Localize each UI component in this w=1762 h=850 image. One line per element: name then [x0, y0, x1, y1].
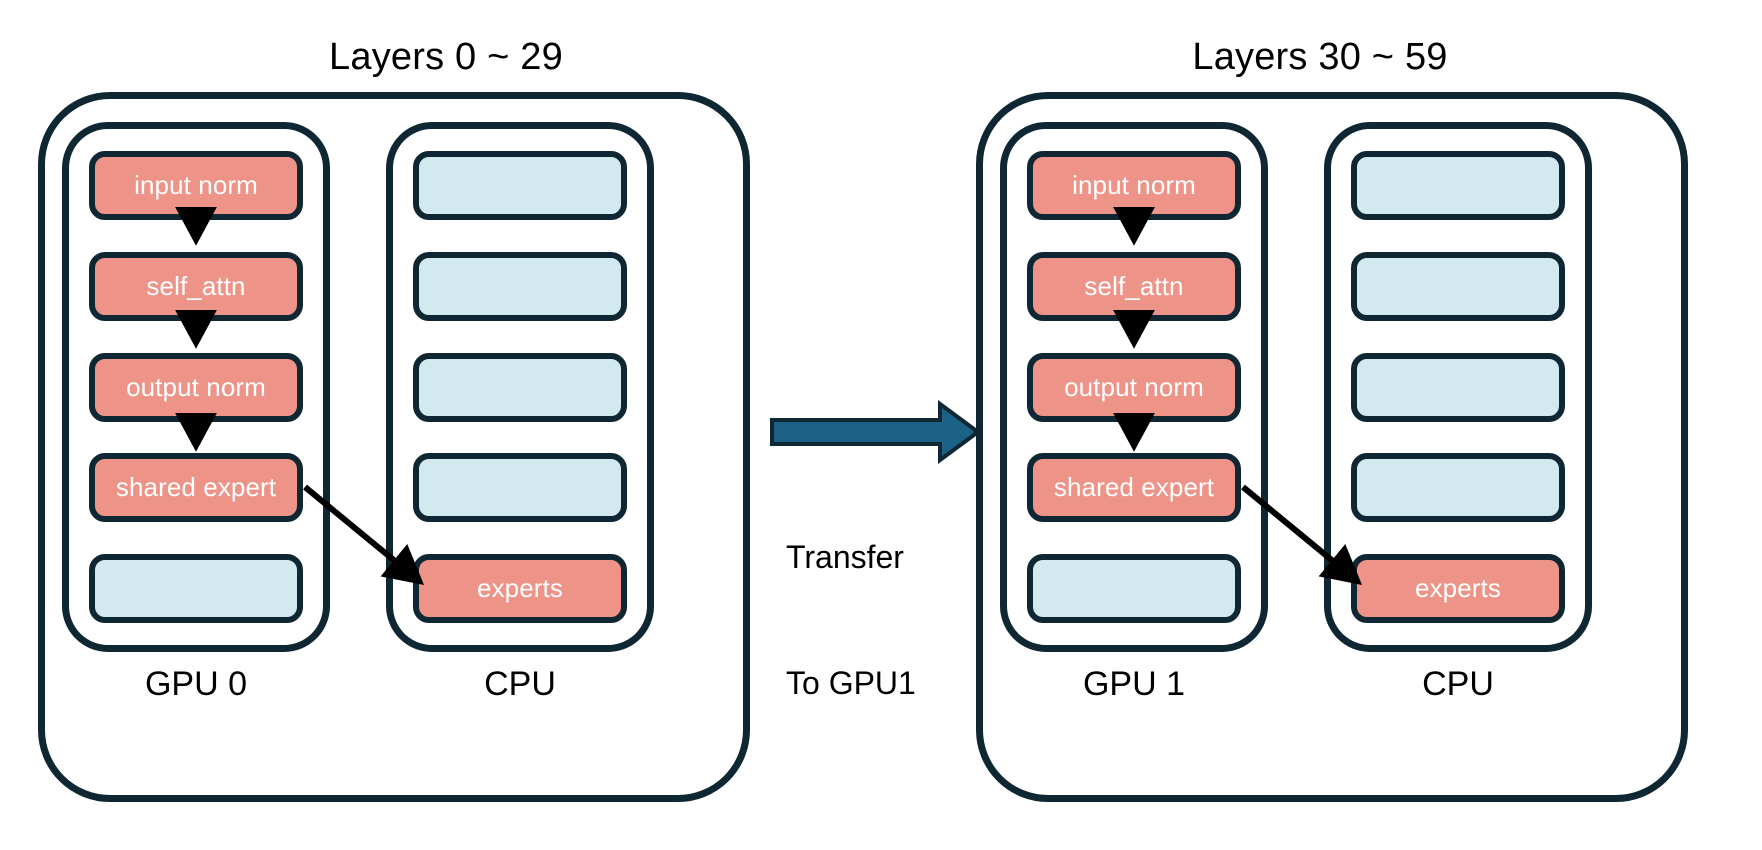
panel-title-right: Layers 30 ~ 59	[1192, 36, 1448, 78]
block-shared-expert[interactable]: shared expert	[89, 453, 303, 523]
block-empty-slot[interactable]	[413, 352, 627, 422]
label-cpu-0: CPU	[484, 665, 556, 703]
block-experts[interactable]: experts	[1351, 554, 1565, 623]
transfer-label-line-2: To GPU1	[786, 665, 916, 701]
block-empty-slot[interactable]	[89, 554, 303, 623]
block-self-attn[interactable]: self_attn	[1027, 251, 1241, 321]
label-cpu-1: CPU	[1422, 665, 1494, 703]
block-empty-slot[interactable]	[1351, 251, 1565, 321]
block-shared-expert[interactable]: shared expert	[1027, 453, 1241, 523]
block-empty-slot[interactable]	[1351, 453, 1565, 523]
column-cpu-1: experts	[1324, 122, 1592, 652]
transfer-arrow-label: Transfer To GPU1	[786, 452, 916, 788]
block-empty-slot[interactable]	[1351, 151, 1565, 220]
block-empty-slot[interactable]	[1351, 352, 1565, 422]
block-empty-slot[interactable]	[413, 251, 627, 321]
column-gpu-1: input norm self_attn output norm shared …	[1000, 122, 1268, 652]
column-gpu-0: input norm self_attn output norm shared …	[62, 122, 330, 652]
column-cpu-0: experts	[386, 122, 654, 652]
panel-title-left: Layers 0 ~ 29	[329, 36, 563, 78]
block-input-norm[interactable]: input norm	[1027, 151, 1241, 220]
block-input-norm[interactable]: input norm	[89, 151, 303, 220]
block-self-attn[interactable]: self_attn	[89, 251, 303, 321]
block-empty-slot[interactable]	[413, 453, 627, 523]
block-experts[interactable]: experts	[413, 554, 627, 623]
transfer-label-line-1: Transfer	[786, 539, 904, 575]
block-empty-slot[interactable]	[1027, 554, 1241, 623]
label-gpu-1: GPU 1	[1082, 665, 1186, 703]
label-gpu-0: GPU 0	[144, 665, 248, 703]
block-empty-slot[interactable]	[413, 151, 627, 220]
block-output-norm[interactable]: output norm	[1027, 352, 1241, 422]
block-output-norm[interactable]: output norm	[89, 352, 303, 422]
